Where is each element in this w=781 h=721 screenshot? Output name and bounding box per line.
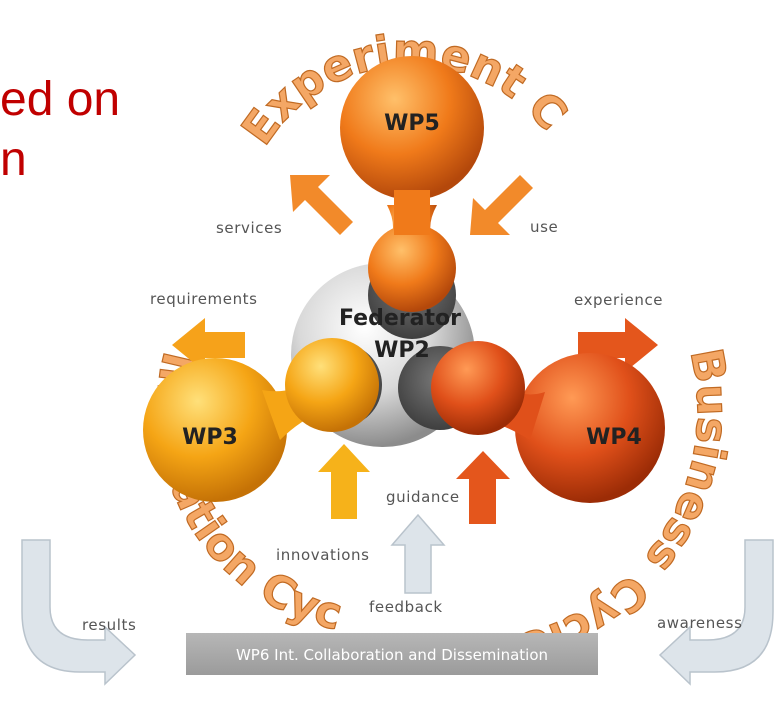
slide-title-fragment: ed on n: [0, 70, 200, 190]
wp4-node: [431, 341, 665, 503]
innovations-arrow: [318, 444, 370, 519]
wp3-node: [143, 338, 379, 502]
use-label: use: [530, 218, 558, 236]
guidance-arrow: [456, 451, 510, 524]
wp5-node: [340, 56, 484, 312]
feedback-arrow: [390, 513, 446, 594]
feedback-label: feedback: [369, 598, 443, 616]
requirements-label: requirements: [150, 290, 258, 308]
wp4-label: WP4: [586, 425, 642, 450]
experiment-cycle-label: Experiment Cycle: [0, 0, 577, 154]
awareness-label: awareness: [657, 614, 742, 632]
wp3-label: WP3: [182, 425, 238, 450]
wp6-bar: [186, 633, 598, 675]
services-label: services: [216, 219, 282, 237]
guidance-label: guidance: [386, 488, 460, 506]
federator-label: Federator: [339, 306, 461, 331]
services-arrow: [290, 175, 353, 235]
title-line-1: ed on: [0, 73, 121, 126]
wp2-label: WP2: [374, 338, 430, 363]
results-arrow: [21, 539, 137, 686]
awareness-arrow: [658, 539, 774, 686]
wp6-bar-label: WP6 Int. Collaboration and Dissemination: [236, 646, 548, 664]
wp5-label: WP5: [384, 111, 440, 136]
innovations-label: innovations: [276, 546, 370, 564]
use-arrow: [470, 175, 533, 235]
results-label: results: [82, 616, 136, 634]
experience-label: experience: [574, 291, 663, 309]
title-line-2: n: [0, 133, 27, 186]
requirements-arrow: [172, 318, 245, 372]
experience-arrow: [578, 318, 658, 372]
